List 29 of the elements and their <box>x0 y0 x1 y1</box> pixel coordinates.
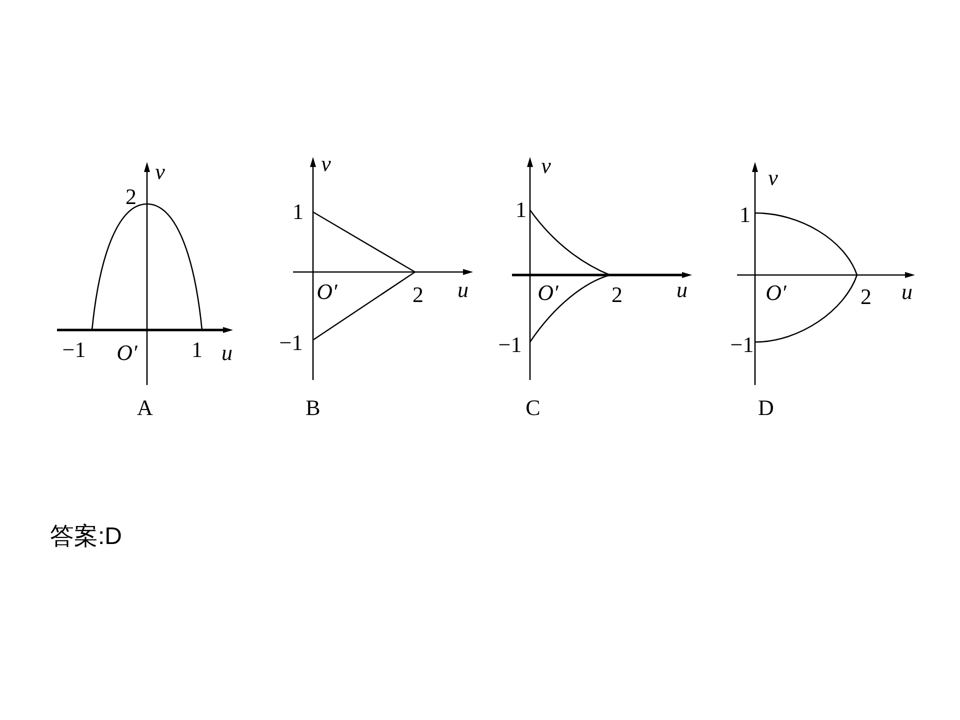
axis-label: v <box>768 167 778 189</box>
tick-label: −1 <box>279 332 303 354</box>
origin-label: O′ <box>316 281 338 303</box>
tick-label: 2 <box>860 286 872 308</box>
tick-label: 2 <box>412 284 424 306</box>
tick-label: 2 <box>612 284 622 306</box>
tick-label: −1 <box>498 334 522 356</box>
answer-text: 答案:D <box>50 525 122 549</box>
tick-label: 2 <box>126 186 136 208</box>
axis-label: v <box>541 155 551 177</box>
panel-label: C <box>526 397 540 419</box>
origin-label: O′ <box>766 282 786 304</box>
tick-label: −1 <box>730 334 754 356</box>
panel-label: D <box>758 397 774 419</box>
tick-label: 1 <box>516 199 526 221</box>
tick-label: 1 <box>740 204 750 226</box>
axis-label: u <box>458 279 468 301</box>
tick-label: 1 <box>192 339 202 361</box>
axis-label: u <box>676 279 688 301</box>
axis-label: u <box>902 281 912 303</box>
tick-label: −1 <box>62 339 86 361</box>
panel-label: B <box>306 397 320 419</box>
axis-label: v <box>321 153 331 175</box>
origin-label: O′ <box>116 342 138 364</box>
axis-label: u <box>222 342 232 364</box>
tick-label: 1 <box>292 201 304 223</box>
origin-label: O′ <box>538 282 558 304</box>
panel-label: A <box>137 397 153 419</box>
axis-label: v <box>155 161 165 183</box>
